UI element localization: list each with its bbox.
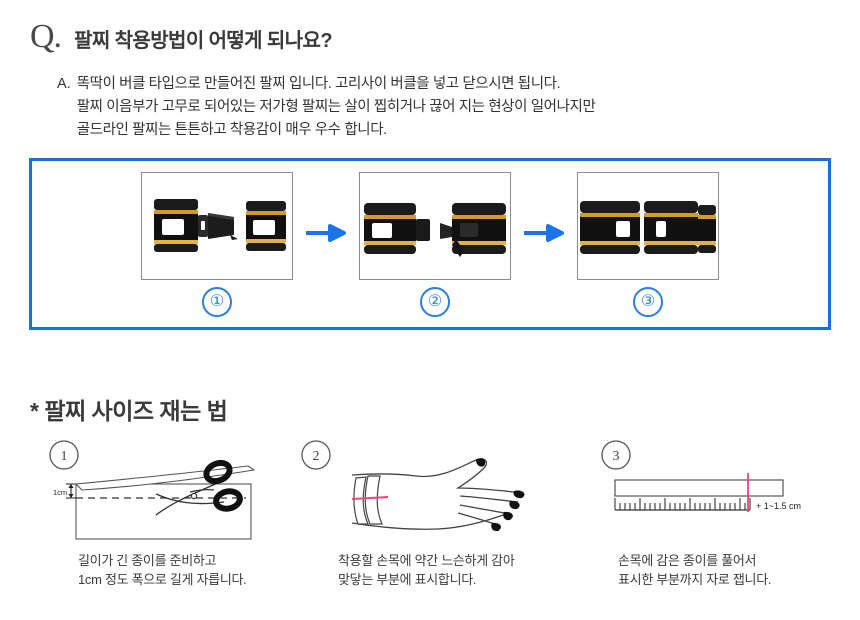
- caption-line: 착용할 손목에 약간 느슨하게 감아: [338, 553, 515, 568]
- sizing-number-1-glyph: 1: [61, 449, 68, 464]
- answer-line: 골드라인 팔찌는 튼튼하고 착용감이 매우 우수 합니다.: [76, 122, 387, 138]
- bracelet-clasp-open-icon: [142, 172, 292, 279]
- caption-line: 맞닿는 부분에 표시합니다.: [338, 572, 477, 587]
- faq-answer-block: A. 똑딱이 버클 타입으로 만들어진 팔찌 입니다. 고리사이 버클을 넣고 …: [57, 73, 596, 142]
- step-item-1: ①: [141, 171, 293, 317]
- answer-text: 똑딱이 버클 타입으로 만들어진 팔찌 입니다. 고리사이 버클을 넣고 닫으시…: [77, 73, 596, 142]
- step-item-2: ②: [359, 171, 511, 317]
- steps-flow: ①: [32, 161, 828, 327]
- bracelet-photo-3: [577, 171, 719, 280]
- sizing-illustration-3: 3: [600, 440, 850, 555]
- step-item-3: ③: [577, 171, 719, 317]
- answer-line: 팔찌 이음부가 고무로 되어있는 저가형 팔찌는 살이 찝히거나 끊어 지는 현…: [76, 99, 596, 115]
- bracelet-clasp-inserting-icon: [360, 172, 510, 279]
- sizing-illustration-2: 2: [300, 440, 550, 555]
- caption-line: 1cm 정도 폭으로 길게 자릅니다.: [78, 572, 247, 587]
- sizing-illustrations: 1: [0, 440, 860, 560]
- question-marker: Q.: [30, 18, 62, 55]
- hand-wrap-diagram: 2: [301, 440, 525, 532]
- arrow-right-glyph: [306, 224, 346, 242]
- bracelet-clasp-closed-icon: [578, 172, 718, 279]
- sizing-caption-1: 길이가 긴 종이를 준비하고 1cm 정도 폭으로 길게 자릅니다.: [78, 551, 247, 589]
- page-title: 팔찌 착용방법이 어떻게 되나요?: [74, 30, 332, 52]
- sizing-number-2-glyph: 2: [313, 449, 320, 464]
- arrow-right-glyph: [524, 224, 564, 242]
- bracelet-photo-2: [359, 171, 511, 280]
- step-number-2: ②: [420, 286, 450, 317]
- extra-length-label: + 1~1.5 cm: [756, 501, 801, 511]
- mark-line: [351, 496, 389, 500]
- arrow-right-icon: [511, 224, 577, 242]
- sizing-illustration-1: 1: [48, 440, 278, 550]
- answer-line: 똑딱이 버클 타입으로 만들어진 팔찌 입니다. 고리사이 버클을 넣고 닫으시…: [76, 76, 561, 92]
- step-number-1: ①: [202, 286, 232, 317]
- caption-line: 표시한 부분까지 자로 잽니다.: [618, 572, 772, 587]
- wearing-steps-box: ①: [29, 158, 831, 330]
- sizing-number-3-glyph: 3: [613, 449, 620, 464]
- answer-marker: A.: [57, 76, 71, 92]
- sizing-section-title: * 팔찌 사이즈 재는 법: [30, 398, 228, 424]
- arrow-right-icon: [293, 224, 359, 242]
- step-number-3: ③: [633, 286, 663, 317]
- paper-scissors-diagram: 1: [49, 440, 256, 540]
- sizing-caption-2: 착용할 손목에 약간 느슨하게 감아 맞닿는 부분에 표시합니다.: [338, 551, 515, 589]
- measure-label-1cm: 1cm: [53, 488, 67, 497]
- ruler-measure-diagram: 3: [601, 440, 801, 512]
- faq-question-row: Q. 팔찌 착용방법이 어떻게 되나요?: [30, 18, 333, 56]
- sizing-caption-3: 손목에 감은 종이를 풀어서 표시한 부분까지 자로 잽니다.: [618, 551, 771, 589]
- caption-line: 손목에 감은 종이를 풀어서: [618, 553, 757, 568]
- bracelet-photo-1: [141, 171, 293, 280]
- caption-line: 길이가 긴 종이를 준비하고: [78, 553, 217, 568]
